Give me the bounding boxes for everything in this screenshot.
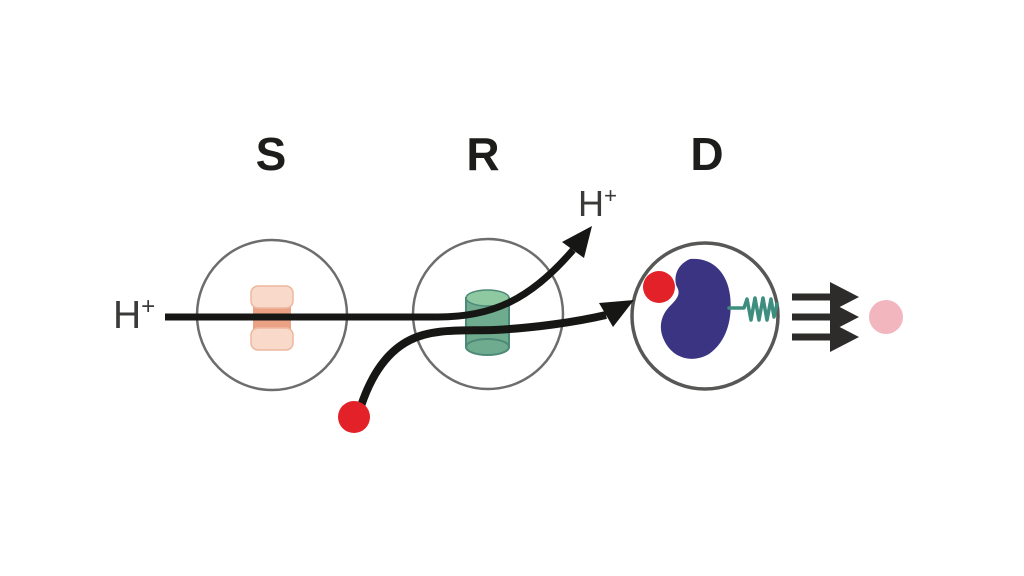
label-proton-out: H+: [578, 184, 617, 224]
triple-arrow-head-3: [830, 322, 859, 352]
proton-out-base: H: [578, 183, 604, 224]
compartment-s: [195, 238, 349, 392]
d-circle-outline: [630, 241, 780, 391]
channel-top-subunit: [250, 285, 294, 309]
triple-arrow-shaft-1: [792, 293, 834, 301]
triple-arrow-shaft-2: [792, 313, 834, 321]
triple-arrow-head-1: [830, 282, 859, 312]
channel-bottom-subunit: [250, 327, 294, 351]
enzyme-blob-icon: [660, 258, 731, 359]
label-proton-in: H+: [113, 293, 156, 337]
product-dot: [869, 300, 903, 334]
free-ligand-dot: [338, 401, 370, 433]
label-d: D: [690, 128, 724, 180]
proton-flow-path: [165, 247, 576, 321]
triple-arrow-head-2: [830, 302, 859, 332]
label-s: S: [255, 128, 287, 180]
bound-ligand-dot: [643, 271, 675, 303]
cylinder-bottom-cap: [465, 338, 510, 356]
compartment-d: [630, 241, 780, 391]
triple-arrow-icon: [792, 282, 859, 352]
ligand-path: [357, 311, 607, 408]
proton-in-base: H: [113, 294, 142, 337]
triple-arrow-shaft-3: [792, 333, 834, 341]
spring-tail-icon: [727, 296, 779, 322]
cylinder-top-cap: [465, 289, 510, 307]
ligand-arrowhead-icon: [599, 300, 634, 327]
channel-protein-icon: [250, 285, 294, 351]
proton-in-sup: +: [141, 293, 156, 320]
label-r: R: [466, 128, 500, 180]
proton-arrowhead-icon: [562, 226, 592, 258]
transporter-cylinder-icon: [465, 289, 510, 356]
proton-out-sup: +: [604, 183, 618, 208]
